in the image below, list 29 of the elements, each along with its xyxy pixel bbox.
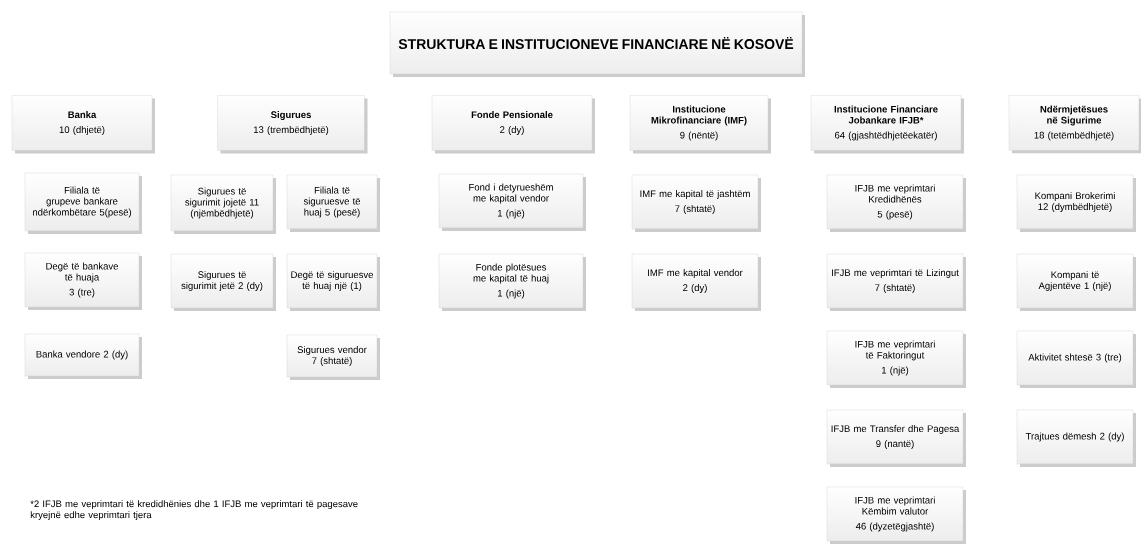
item-box: Filiala të grupeve bankare ndërkombëtare 5(pesë) [24,172,142,234]
category-box: Fonde Pensionale 2 (dy) [431,95,595,154]
item-box: IFJB me veprimtari Kredidhënës 5 (pesë) [826,174,966,232]
item-box: Degë të bankave të huaja 3 (tre) [24,252,142,310]
item-box: IFJB me veprimtari Këmbim valutor 46 (dyzetëgjashtë) [826,486,966,544]
item-box: Fond i detyrueshëm me kapital vendor 1 (një) [438,173,586,231]
item-box: IFJB me veprimtari të Lizingut 7 (shtatë) [826,253,966,311]
category-box: Institucione Mikrofinanciare (IMF) 9 (nëntë) [629,95,771,154]
item-box: Banka vendore 2 (dy) [24,333,142,379]
item-box: Sigurues vendor 7 (shtatë) [286,334,380,380]
title-box: STRUKTURA E INSTITUCIONEVE FINANCIARE NË KOSOVË [389,11,805,77]
category-box: Institucione Financiare Jobankare IFJB* 64 (gjashtëdhjetëekatër) [810,95,964,154]
item-box: Fonde plotësues me kapital të huaj 1 (një) [438,253,586,311]
item-box: Kompani Brokerimi 12 (dymbëdhjetë) [1016,174,1136,232]
item-box: IFJB me Transfer dhe Pagesa 9 (nantë) [826,409,966,467]
item-box: Sigurues të sigurimit jetë 2 (dy) [170,253,276,311]
item-box: IMF me kapital vendor 2 (dy) [631,253,761,311]
category-box: Ndërmjetësues në Sigurime 18 (tetëmbëdhjetë) [1008,95,1141,154]
category-box: Banka 10 (dhjetë) [11,95,155,154]
item-box: Trajtues dëmesh 2 (dy) [1016,409,1136,467]
item-box: Aktivitet shtesë 3 (tre) [1016,330,1136,388]
item-box: IMF me kapital të jashtëm 7 (shtatë) [631,174,761,232]
category-box: Sigurues 13 (trembëdhjetë) [217,95,368,154]
item-box: Sigurues të sigurimit jojetë 11 (njëmbëdhjetë) [170,174,276,234]
item-box: Degë të siguruesve të huaj një (1) [286,253,380,311]
item-box: Kompani të Agjentëve 1 (një) [1016,253,1136,311]
item-box: Filiala të siguruesve të huaj 5 (pesë) [286,174,380,232]
item-box: IFJB me veprimtari të Faktoringut 1 (një) [826,330,966,388]
footnote: *2 IFJB me veprimtari të kredidhënies dhe 1 IFJB me veprimtari të pagesave kryejnë edhe veprimtari tjera [30,500,358,521]
